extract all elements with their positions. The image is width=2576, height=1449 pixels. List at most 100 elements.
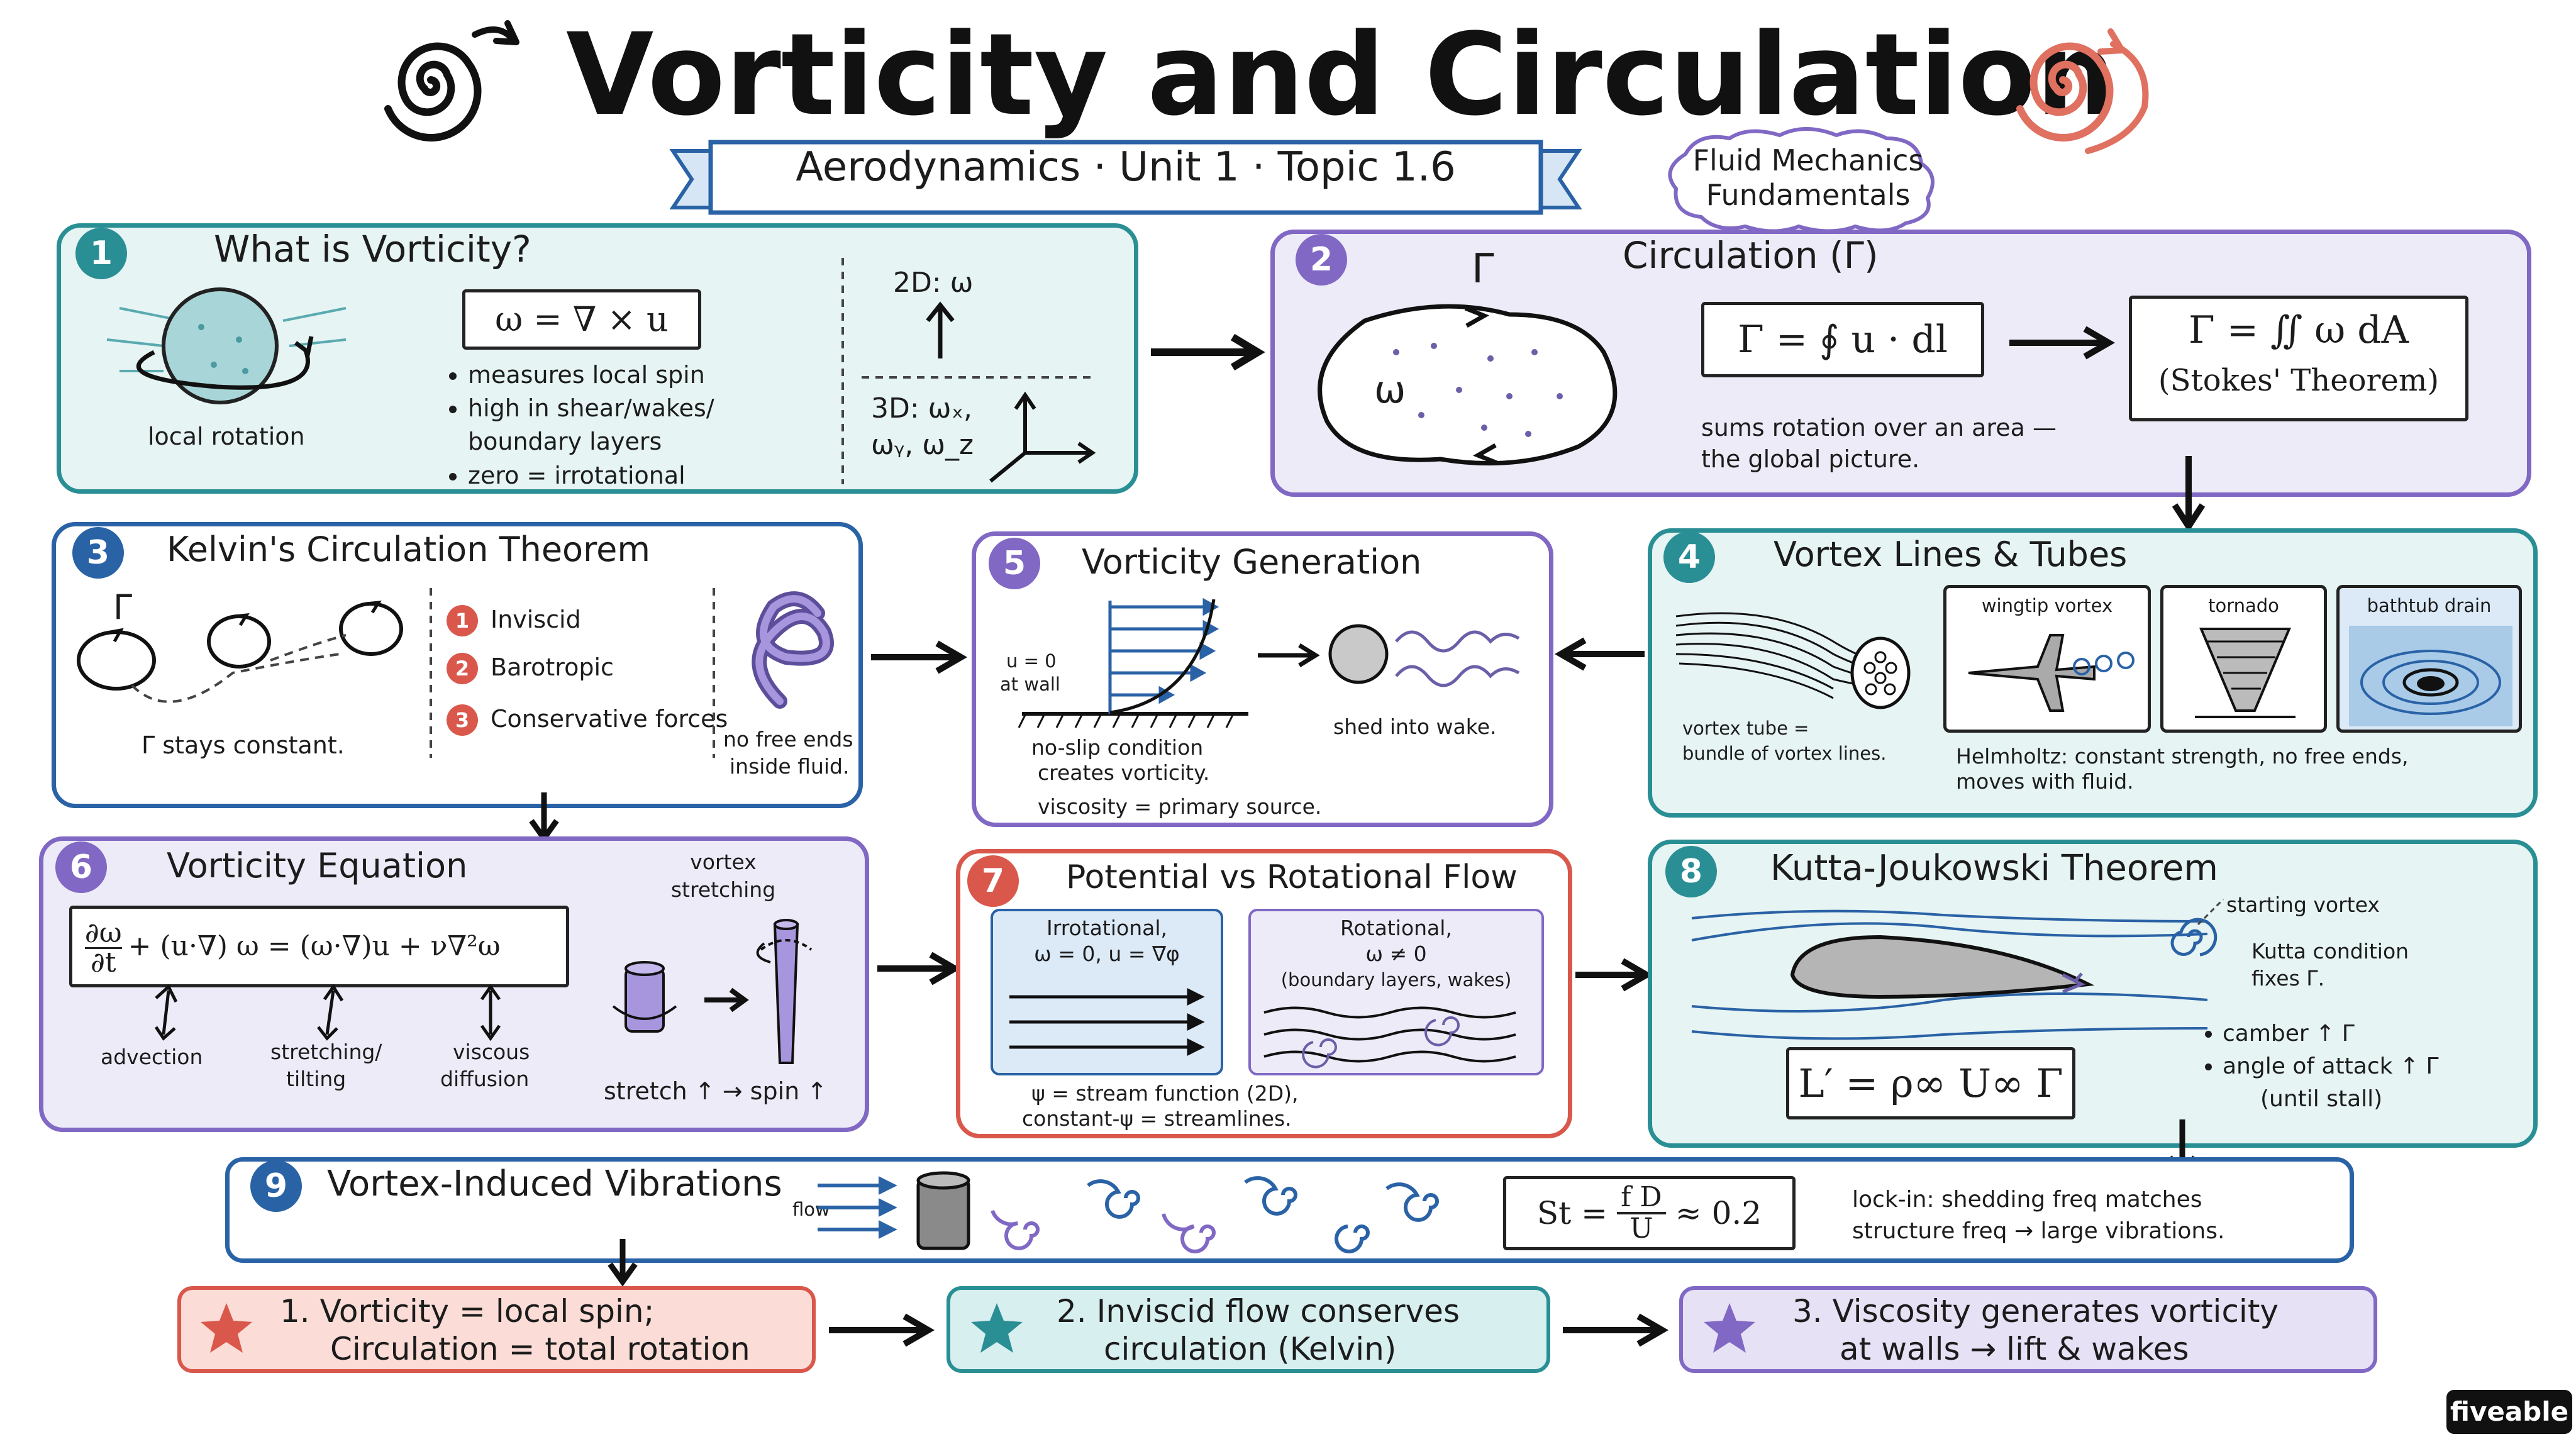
cloud-line-2: Fundamentals <box>1706 178 1911 212</box>
rotational-flow-lines <box>1263 1006 1516 1069</box>
factor-stall: (until stall) <box>2260 1086 2383 1113</box>
arrow-left <box>1555 637 1645 671</box>
arrow-right <box>1151 333 1265 371</box>
irrotational-label-2: ω = 0, u = ∇φ <box>1034 941 1180 966</box>
vortex-tube-icon <box>1675 612 1911 709</box>
lock-in-1: lock-in: shedding freq matches <box>1852 1187 2202 1213</box>
brand-logo: fiveable <box>2446 1390 2572 1434</box>
term-stretching-2: tilting <box>286 1067 347 1091</box>
takeaway-1-line-2: Circulation = total rotation <box>330 1331 750 1367</box>
page-title: Vorticity and Circulation <box>566 9 2117 141</box>
panel-number: 6 <box>55 841 107 893</box>
label-2d: 2D: ω <box>893 267 974 299</box>
divider <box>430 588 432 758</box>
rotational-label-1: Rotational, <box>1340 916 1452 940</box>
kelvin-caption: Γ stays constant. <box>142 731 345 759</box>
lift-factors: camber ↑ Γ angle of attack ↑ Γ (until st… <box>2195 1018 2439 1116</box>
panel-title: Kutta-Joukowski Theorem <box>1770 848 2218 889</box>
bullet: measures local spin <box>468 358 714 392</box>
boundary-layer-profile <box>1018 597 1248 728</box>
takeaway-1-line-1: 1. Vorticity = local spin; <box>280 1293 655 1330</box>
formula-vorticity: ω = ∇ × u <box>462 289 701 350</box>
stretch-spin-note: stretch ↑ → spin ↑ <box>604 1077 828 1105</box>
condition-conservative: Conservative forces <box>491 705 728 733</box>
takeaway-3 <box>1679 1286 2377 1373</box>
uniform-flow-lines <box>1009 987 1205 1057</box>
vorticity-bullets: measures local spin high in shear/wakes/… <box>440 358 714 492</box>
panel-number: 8 <box>1665 846 1717 897</box>
panel-number: 4 <box>1663 531 1715 583</box>
example-bathtub-label: bathtub drain <box>2367 595 2492 616</box>
circulation-note-2: the global picture. <box>1701 445 1920 473</box>
circulation-note-1: sums rotation over an area — <box>1701 414 2057 441</box>
spiral-icon-red <box>2016 28 2149 154</box>
strouhal-formula: St = f D U ≈ 0.2 <box>1503 1176 1796 1250</box>
panel-title: Vorticity Equation <box>167 846 468 886</box>
gamma-symbol: Γ <box>1472 246 1494 292</box>
helmholtz-1: Helmholtz: constant strength, no free en… <box>1956 744 2409 769</box>
drain-swirl-icon <box>2349 626 2512 726</box>
factor-camber: camber ↑ Γ <box>2223 1018 2439 1050</box>
moving-loops-icon <box>77 601 403 703</box>
no-slip-1: no-slip condition <box>1031 735 1204 760</box>
dimension-divider <box>841 258 1096 484</box>
formula-stokes-main: Γ = ∬ ω dA <box>2189 308 2409 352</box>
panel-number: 2 <box>1296 234 1347 286</box>
vortex-tube-def-2: bundle of vortex lines. <box>1682 743 1887 764</box>
panel-title: What is Vorticity? <box>214 228 531 270</box>
tornado-icon <box>2195 628 2296 718</box>
panel-number: 1 <box>75 228 127 279</box>
cloud-shape <box>1668 127 1935 233</box>
takeaway-3-line-2: at walls → lift & wakes <box>1840 1331 2189 1367</box>
takeaway-2-line-1: 2. Inviscid flow conserves <box>1057 1293 1460 1330</box>
formula-fraction: ∂ω∂t <box>85 917 122 979</box>
condition-barotropic: Barotropic <box>491 653 614 681</box>
banner-text: Aerodynamics · Unit 1 · Topic 1.6 <box>796 144 1456 191</box>
stream-function-1: ψ = stream function (2D), <box>1031 1081 1299 1106</box>
formula-stokes: Γ = ∬ ω dA (Stokes' Theorem) <box>2129 296 2468 421</box>
label-3d-b: ωᵧ, ω_z <box>871 429 974 461</box>
term-stretching-1: stretching/ <box>270 1040 382 1064</box>
panel-number: 7 <box>967 855 1019 907</box>
rotational-box <box>1248 909 1544 1075</box>
shedding-cylinder-icon <box>1328 624 1520 687</box>
term-viscous-2: diffusion <box>440 1067 530 1091</box>
panel-number: 9 <box>250 1160 302 1212</box>
no-free-ends-1: no free ends <box>723 727 853 752</box>
arrow-right <box>871 640 967 674</box>
spiral-icon <box>384 20 519 142</box>
strouhal-num: f D <box>1617 1183 1666 1214</box>
vortex-stretching-icon <box>612 919 813 1064</box>
caption-local-rotation: local rotation <box>148 423 305 450</box>
cloud-line-1: Fluid Mechanics <box>1692 143 1924 177</box>
formula-lift: L′ = ρ∞ U∞ Γ <box>1786 1047 2075 1119</box>
takeaway-3-line-1: 3. Viscosity generates vorticity <box>1792 1293 2279 1330</box>
takeaway-2 <box>947 1286 1550 1373</box>
lock-in-2: structure freq → large vibrations. <box>1852 1218 2225 1244</box>
no-free-ends-2: inside fluid. <box>730 754 850 779</box>
bullet: high in shear/wakes/ <box>468 392 714 425</box>
arrow-down <box>529 792 559 843</box>
strouhal-den: U <box>1629 1213 1653 1245</box>
panel-title: Vortex Lines & Tubes <box>1774 535 2128 574</box>
formula-circulation-line: Γ = ∮ u · dl <box>1701 302 1984 377</box>
vortex-tube-def-1: vortex tube = <box>1682 718 1809 739</box>
airplane-icon <box>1968 634 2135 712</box>
circulation-loop-icon <box>1318 304 1618 466</box>
panel-title: Vorticity Generation <box>1082 542 1422 582</box>
no-slip-2: creates vorticity. <box>1038 760 1210 785</box>
stream-function-2: constant-ψ = streamlines. <box>1022 1106 1292 1131</box>
stretching-label-2: stretching <box>670 877 776 902</box>
arrow-right <box>829 1313 935 1347</box>
equation-term-arrows <box>154 984 501 1041</box>
arrow-right <box>2009 326 2115 360</box>
example-wingtip-label: wingtip vortex <box>1981 595 2113 616</box>
omega-symbol: ω <box>1374 368 1406 412</box>
divider <box>713 588 715 758</box>
label-shed: shed into wake. <box>1333 714 1497 739</box>
stretching-label-1: vortex <box>690 850 757 874</box>
star-icon <box>1704 1303 1755 1353</box>
takeaway-2-line-2: circulation (Kelvin) <box>1104 1331 1397 1367</box>
irrotational-label-1: Irrotational, <box>1046 916 1167 940</box>
star-icon <box>201 1303 252 1353</box>
